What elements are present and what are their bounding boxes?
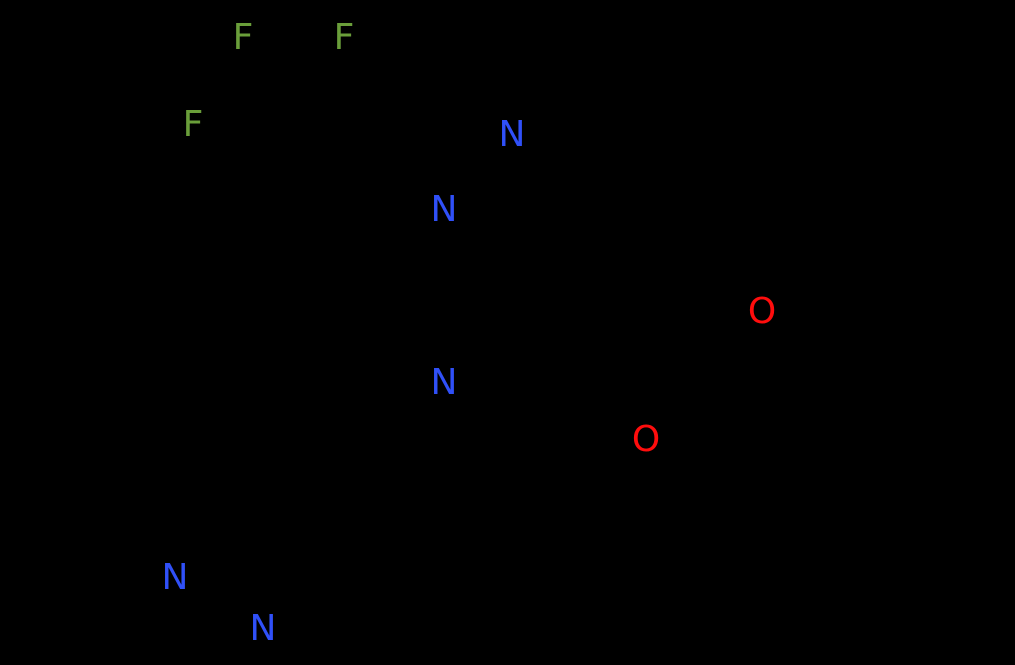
nitrogen-atom-2: N xyxy=(430,189,458,230)
oxygen-atom-2: O xyxy=(631,419,661,460)
nitrogen-atom-1: N xyxy=(498,114,526,155)
nitrogen-atom-4: N xyxy=(161,557,189,598)
oxygen-atom-1: O xyxy=(747,291,777,332)
nitrogen-atom-5: N xyxy=(249,608,277,649)
fluorine-atom-3: F xyxy=(182,104,204,145)
fluorine-atom-1: F xyxy=(232,17,254,58)
fluorine-atom-2: F xyxy=(333,17,355,58)
nitrogen-atom-3: N xyxy=(430,362,458,403)
